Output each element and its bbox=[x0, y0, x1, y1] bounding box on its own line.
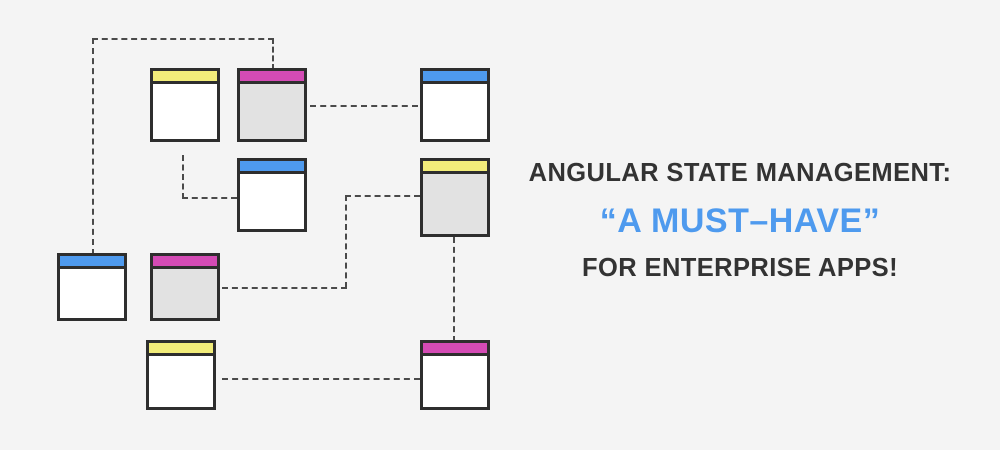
node-top-yellow-titlebar bbox=[153, 71, 217, 84]
node-left-blue-body bbox=[60, 269, 124, 318]
node-mid-right-yellow-titlebar bbox=[423, 161, 487, 174]
node-bottom-magenta-titlebar bbox=[423, 343, 487, 356]
conn-mid-left-down bbox=[182, 155, 184, 199]
node-bottom-magenta-body bbox=[423, 356, 487, 407]
node-left-blue[interactable] bbox=[57, 253, 127, 321]
node-bottom-magenta[interactable] bbox=[420, 340, 490, 410]
conn-mid-left-right bbox=[182, 197, 237, 199]
node-bottom-yellow-body bbox=[149, 356, 213, 407]
conn-gray-to-bottom bbox=[453, 237, 455, 342]
node-left-blue-titlebar bbox=[60, 256, 124, 269]
node-left-magenta-body bbox=[153, 269, 217, 318]
node-top-magenta-titlebar bbox=[240, 71, 304, 84]
headline-block: ANGULAR STATE MANAGEMENT: “A MUST–HAVE” … bbox=[520, 160, 960, 282]
conn-mid-right-to-magenta bbox=[222, 287, 347, 289]
conn-top-rail-right-down bbox=[272, 38, 274, 70]
node-top-right-blue[interactable] bbox=[420, 68, 490, 142]
conn-top-rail-horizontal bbox=[92, 38, 274, 40]
node-top-yellow-body bbox=[153, 84, 217, 139]
node-top-right-blue-body bbox=[423, 84, 487, 139]
headline-line-2-accent: “A MUST–HAVE” bbox=[599, 201, 881, 240]
node-top-right-blue-titlebar bbox=[423, 71, 487, 84]
conn-top-rail-left-down bbox=[92, 38, 94, 255]
node-bottom-yellow[interactable] bbox=[146, 340, 216, 410]
node-bottom-yellow-titlebar bbox=[149, 343, 213, 356]
node-mid-blue-body bbox=[240, 174, 304, 229]
node-left-magenta[interactable] bbox=[150, 253, 220, 321]
node-left-magenta-titlebar bbox=[153, 256, 217, 269]
conn-mid-right-down bbox=[345, 195, 347, 288]
node-mid-right-yellow-body bbox=[423, 174, 487, 234]
node-mid-blue[interactable] bbox=[237, 158, 307, 232]
node-top-yellow[interactable] bbox=[150, 68, 220, 142]
node-mid-right-yellow[interactable] bbox=[420, 158, 490, 237]
node-top-magenta[interactable] bbox=[237, 68, 307, 142]
conn-bottom-horizontal bbox=[222, 378, 420, 380]
headline-line-1: ANGULAR STATE MANAGEMENT: bbox=[528, 159, 952, 187]
conn-mid-right-horizontal bbox=[345, 195, 420, 197]
node-mid-blue-titlebar bbox=[240, 161, 304, 174]
node-top-magenta-body bbox=[240, 84, 304, 139]
headline-line-3: FOR ENTERPRISE APPS! bbox=[582, 254, 898, 283]
conn-magenta-to-blue bbox=[310, 105, 418, 107]
